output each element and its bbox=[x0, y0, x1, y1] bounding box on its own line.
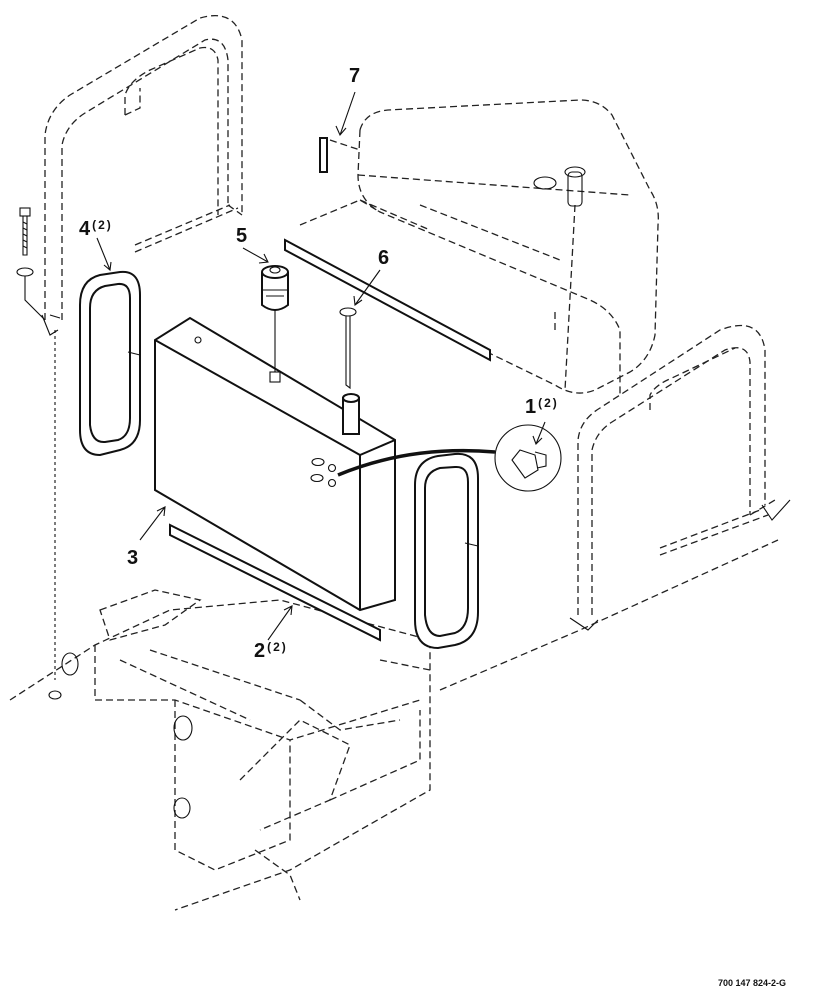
callout-3-number: 3 bbox=[127, 547, 139, 569]
callout-1: 1(2) bbox=[525, 397, 559, 417]
sight-gauge-detail bbox=[337, 424, 562, 492]
callout-2: 2(2) bbox=[254, 641, 288, 661]
mounting-bolt bbox=[16, 207, 62, 700]
callout-2-qty: (2) bbox=[267, 640, 288, 654]
callout-4: 4(2) bbox=[79, 219, 113, 239]
left-frame-outline bbox=[44, 14, 243, 320]
right-frame-outline bbox=[569, 324, 791, 631]
seal-strip-top bbox=[284, 238, 491, 362]
gasket-right bbox=[414, 452, 479, 650]
small-strip bbox=[319, 137, 328, 173]
callout-6: 6 bbox=[378, 248, 391, 268]
callout-4-number: 4 bbox=[79, 218, 91, 240]
callout-1-qty: (2) bbox=[538, 396, 559, 410]
callout-3: 3 bbox=[127, 548, 140, 568]
filter-element bbox=[261, 265, 289, 383]
callout-5-number: 5 bbox=[236, 225, 248, 247]
callout-1-number: 1 bbox=[525, 396, 537, 418]
callout-7-number: 7 bbox=[349, 65, 361, 87]
callout-4-qty: (2) bbox=[92, 218, 113, 232]
callout-5: 5 bbox=[236, 226, 249, 246]
base-frame-outline bbox=[9, 539, 779, 911]
dipstick bbox=[339, 307, 357, 390]
seal-strip-bottom bbox=[169, 523, 381, 642]
fuel-tank-outline bbox=[299, 99, 659, 395]
hydraulic-reservoir bbox=[154, 316, 396, 612]
filler-neck bbox=[342, 393, 360, 435]
figure-id: 700 147 824-2-G bbox=[718, 978, 787, 988]
leader-lines bbox=[96, 91, 546, 641]
callout-6-number: 6 bbox=[378, 247, 390, 269]
callout-7: 7 bbox=[349, 66, 362, 86]
gasket-left bbox=[79, 270, 141, 457]
callout-2-number: 2 bbox=[254, 640, 266, 662]
